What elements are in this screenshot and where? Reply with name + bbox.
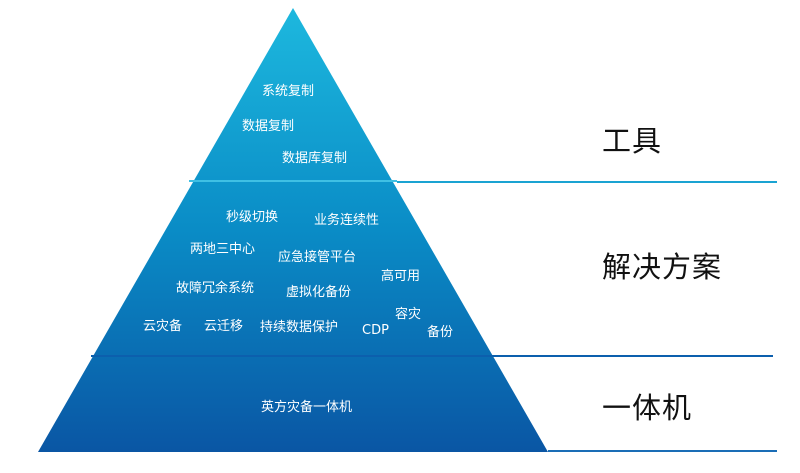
item-cloud-dr: 云灾备 bbox=[143, 319, 183, 334]
item-continuous-data-protection: 持续数据保护 bbox=[260, 320, 339, 335]
item-cdp: CDP bbox=[362, 323, 389, 338]
item-disaster-recovery: 容灾 bbox=[395, 307, 422, 322]
item-virtualization-backup: 虚拟化备份 bbox=[286, 285, 352, 300]
item-backup: 备份 bbox=[427, 325, 454, 340]
item-dr-appliance: 英方灾备一体机 bbox=[261, 400, 353, 415]
item-emergency-takeover: 应急接管平台 bbox=[278, 250, 357, 265]
item-fault-redundancy: 故障冗余系统 bbox=[176, 281, 255, 296]
item-high-availability: 高可用 bbox=[381, 269, 421, 284]
item-cloud-migration: 云迁移 bbox=[204, 319, 244, 334]
item-business-continuity: 业务连续性 bbox=[314, 213, 380, 228]
item-system-replication: 系统复制 bbox=[262, 84, 315, 99]
item-second-switch: 秒级切换 bbox=[226, 210, 279, 225]
level-label-appliance: 一体机 bbox=[602, 391, 693, 425]
pyramid-shape bbox=[38, 8, 548, 452]
item-database-replication: 数据库复制 bbox=[282, 151, 348, 166]
item-data-replication: 数据复制 bbox=[242, 119, 295, 134]
item-two-site-three-center: 两地三中心 bbox=[190, 242, 256, 257]
level-label-tools: 工具 bbox=[602, 124, 663, 158]
level-label-solutions: 解决方案 bbox=[602, 250, 723, 284]
